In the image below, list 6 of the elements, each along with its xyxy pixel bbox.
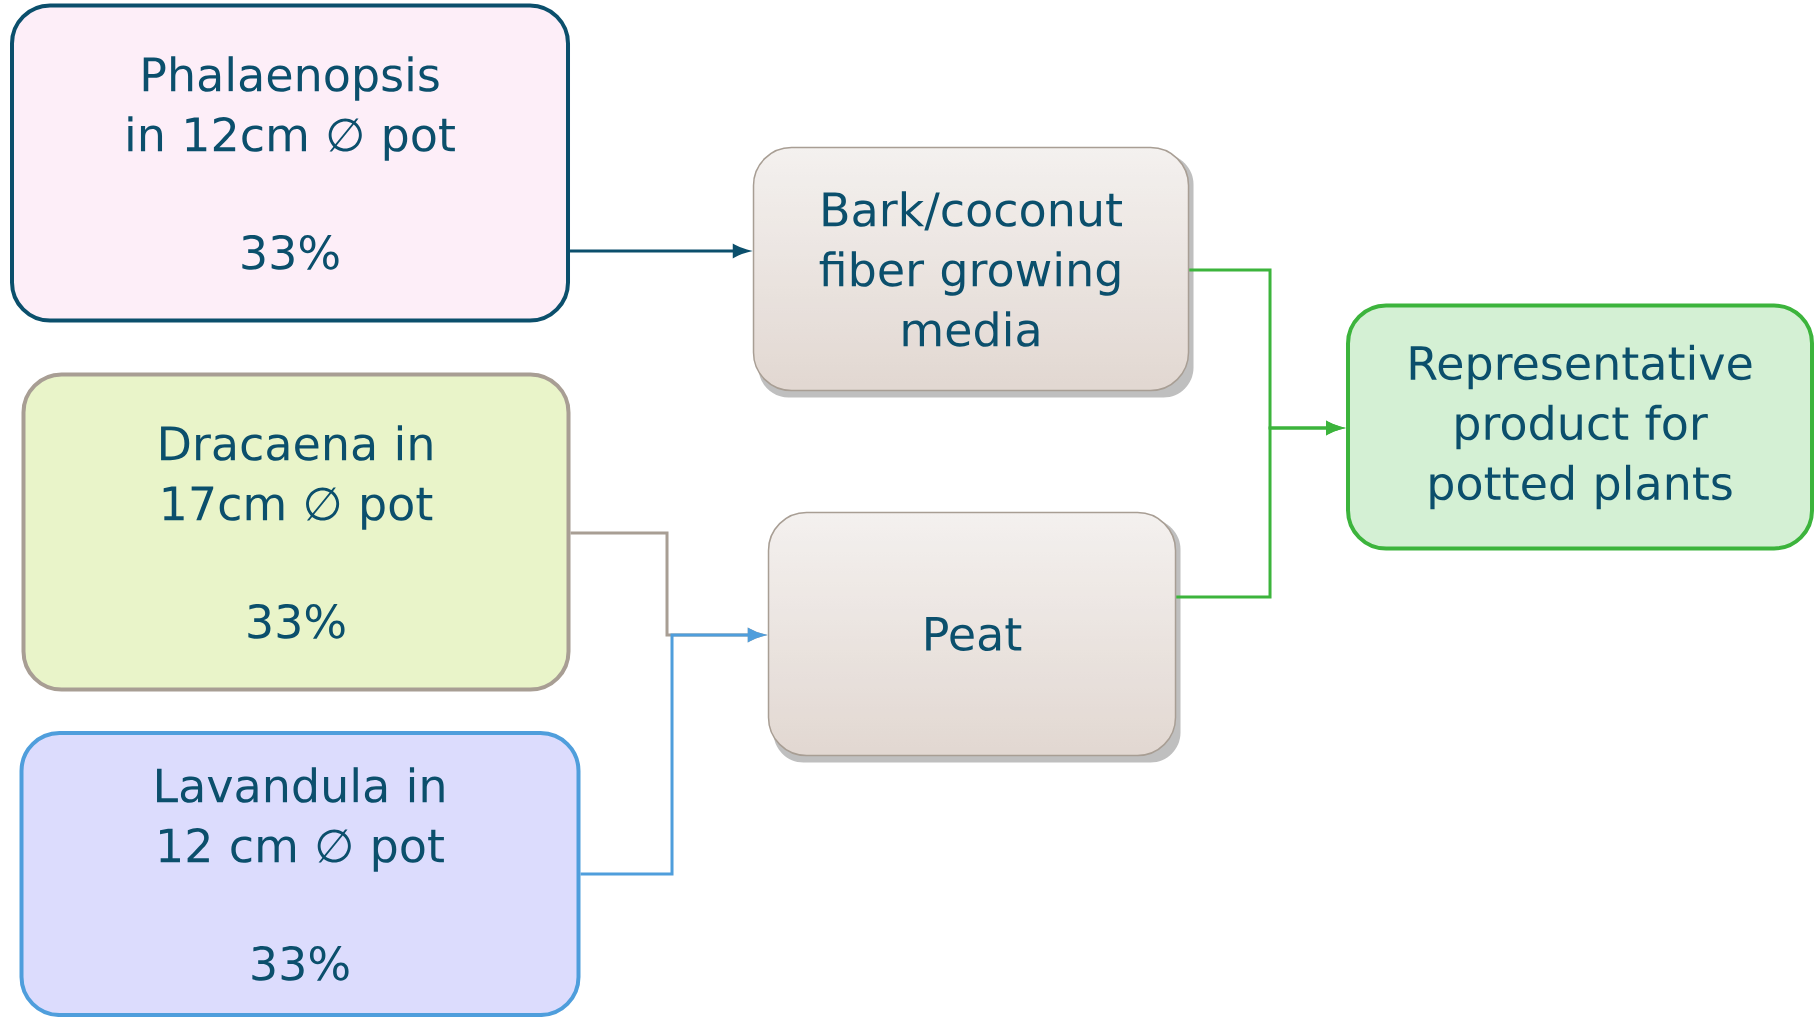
media-box: Peat	[767, 511, 1181, 763]
plant-box: Dracaena in 17cm ∅ pot 33%	[21, 372, 571, 692]
media-box: Bark/coconut fiber growing media	[752, 146, 1194, 398]
plant-box: Phalaenopsis in 12cm ∅ pot 33%	[10, 3, 570, 323]
result-box: Representative product for potted plants	[1346, 303, 1815, 551]
plant-box: Lavandula in 12 cm ∅ pot 33%	[19, 731, 581, 1017]
